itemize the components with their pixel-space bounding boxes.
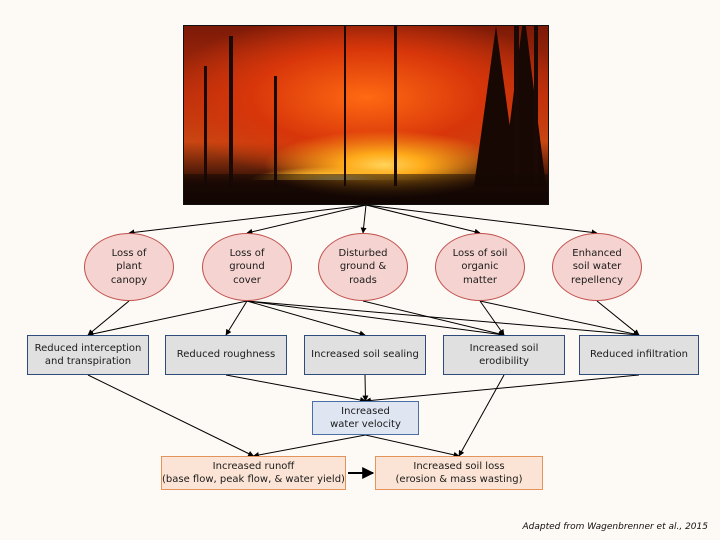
arrow-photo-to-c2 bbox=[246, 204, 367, 235]
arrow-photo-to-c1 bbox=[128, 204, 367, 236]
arrow-c3-to-e4 bbox=[362, 300, 505, 337]
effect-reduced-infiltration: Reduced infiltration bbox=[579, 335, 699, 375]
arrow-v-to-o2 bbox=[365, 434, 460, 458]
tree-silhouettes bbox=[184, 26, 548, 204]
ground-shadow bbox=[184, 174, 548, 204]
effect-reduced-roughness: Reduced roughness bbox=[165, 335, 287, 375]
arrow-photo-to-c4 bbox=[365, 204, 481, 235]
arrow-e1-to-o1 bbox=[87, 374, 255, 457]
arrow-c2-to-e2 bbox=[225, 300, 248, 336]
source-credit: Adapted from Wagenbrenner et al., 2015 bbox=[522, 522, 708, 532]
arrow-e3-to-v bbox=[362, 374, 369, 402]
arrow-e5-to-v bbox=[364, 374, 640, 404]
arrow-c4-to-e4 bbox=[479, 300, 505, 336]
cause-loss-of-soil-organic-matter: Loss of soil organic matter bbox=[435, 233, 525, 301]
effect-increased-soil-sealing: Increased soil sealing bbox=[304, 335, 426, 375]
arrow-c2-to-e4 bbox=[246, 300, 505, 338]
arrow-e2-to-v bbox=[225, 374, 367, 403]
outcome-increased-runoff: Increased runoff (base flow, peak flow, … bbox=[161, 456, 346, 490]
wildfire-photo bbox=[183, 25, 549, 205]
arrow-c2-to-e1 bbox=[87, 300, 248, 337]
cause-loss-of-ground-cover: Loss of ground cover bbox=[202, 233, 292, 301]
increased-water-velocity: Increased water velocity bbox=[312, 401, 419, 435]
arrow-photo-to-c3 bbox=[360, 204, 367, 234]
effect-increased-soil-erodibility: Increased soil erodibility bbox=[443, 335, 565, 375]
arrow-c4-to-e5 bbox=[479, 300, 640, 337]
cause-enhanced-soil-water-repellency: Enhanced soil water repellency bbox=[552, 233, 642, 301]
arrow-photo-to-c5 bbox=[365, 204, 598, 236]
effect-reduced-interception: Reduced interception and transpiration bbox=[27, 335, 149, 375]
arrow-e4-to-o2 bbox=[458, 374, 505, 457]
arrow-c2-to-e5 bbox=[246, 300, 640, 338]
cause-disturbed-ground-roads: Disturbed ground & roads bbox=[318, 233, 408, 301]
arrow-c2-to-e3 bbox=[246, 300, 366, 337]
arrow-c5-to-e5 bbox=[596, 300, 640, 336]
cause-loss-of-plant-canopy: Loss of plant canopy bbox=[84, 233, 174, 301]
outcome-increased-soil-loss: Increased soil loss (erosion & mass wast… bbox=[375, 456, 543, 490]
arrow-c1-to-e1 bbox=[87, 300, 130, 336]
arrow-v-to-o1 bbox=[252, 434, 366, 458]
